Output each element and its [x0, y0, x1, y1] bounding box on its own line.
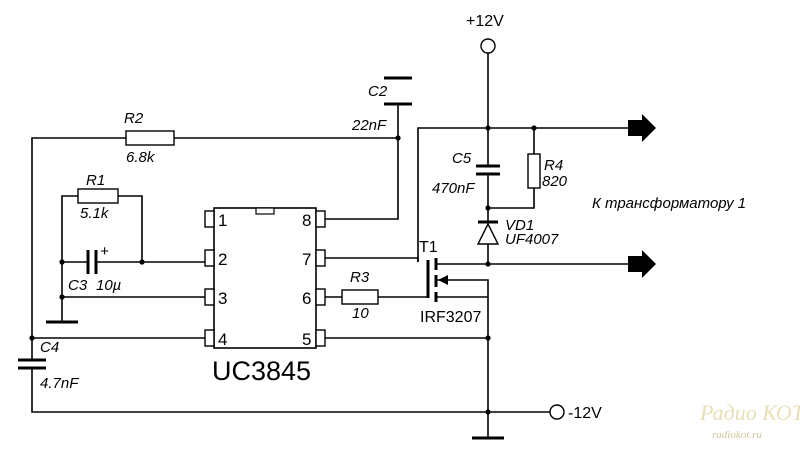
- ic-pin-label: 2: [218, 250, 227, 269]
- ic-pin-label: 3: [218, 289, 227, 308]
- r3-ref: R3: [350, 269, 370, 286]
- ic-pin-label: 4: [218, 330, 227, 349]
- ic-pin-label: 7: [302, 250, 311, 269]
- r2-value: 6.8k: [126, 149, 156, 166]
- c2-ref: C2: [368, 83, 388, 100]
- ic-pin-label: 6: [302, 289, 311, 308]
- resistor-r1: [61, 188, 143, 262]
- negative-supply-terminal: [549, 404, 565, 420]
- t1-ref: T1: [419, 239, 438, 256]
- ic-pins: [204, 210, 326, 347]
- vd1-value: UF4007: [505, 231, 559, 248]
- resistor-r2: [31, 130, 398, 360]
- pin3-ground: [46, 262, 205, 324]
- watermark-url: radiokot.ru: [712, 429, 762, 441]
- output-arrow-top: [628, 114, 656, 142]
- capacitor-c2: [325, 76, 412, 220]
- c5-value: 470nF: [432, 180, 475, 197]
- c4-value: 4.7nF: [40, 375, 79, 392]
- c2-value: 22nF: [351, 117, 387, 134]
- r1-value: 5.1k: [80, 205, 110, 222]
- ic-pin-label: 8: [302, 211, 311, 230]
- capacitor-c3: [59, 250, 205, 274]
- output-arrow-bottom: [628, 250, 656, 278]
- c5-ref: C5: [452, 150, 472, 167]
- transformer-label: К трансформатору 1: [592, 195, 746, 212]
- watermark-title: Радио КОТ: [699, 400, 800, 425]
- negative-supply-label: -12V: [568, 405, 602, 422]
- c3-ref: C3: [68, 277, 88, 294]
- ic-body: [213, 207, 317, 349]
- r4-value: 820: [542, 173, 568, 190]
- resistor-r4: [485, 128, 541, 211]
- t1-value: IRF3207: [420, 309, 481, 326]
- c3-value: 10µ: [96, 277, 121, 294]
- positive-supply-label: +12V: [466, 13, 504, 30]
- pin7-wire: [325, 257, 419, 262]
- c3-polarity: +: [100, 243, 109, 260]
- capacitor-c5: [476, 128, 500, 222]
- r1-ref: R1: [86, 172, 105, 189]
- ic-pin-label: 1: [218, 211, 227, 230]
- resistor-r3: [325, 289, 428, 305]
- pin5-ground-bus: [325, 335, 504, 440]
- r4-ref: R4: [544, 157, 563, 174]
- mosfet-t1: [426, 258, 630, 338]
- c4-ref: C4: [40, 339, 59, 356]
- diode-vd1: [476, 220, 500, 267]
- vd1-ref: VD1: [505, 217, 534, 234]
- r3-value: 10: [352, 305, 369, 322]
- positive-supply-terminal: [480, 38, 496, 128]
- ic-pin-label: 5: [302, 330, 311, 349]
- ic-name: UC3845: [212, 356, 311, 386]
- r2-ref: R2: [124, 110, 144, 127]
